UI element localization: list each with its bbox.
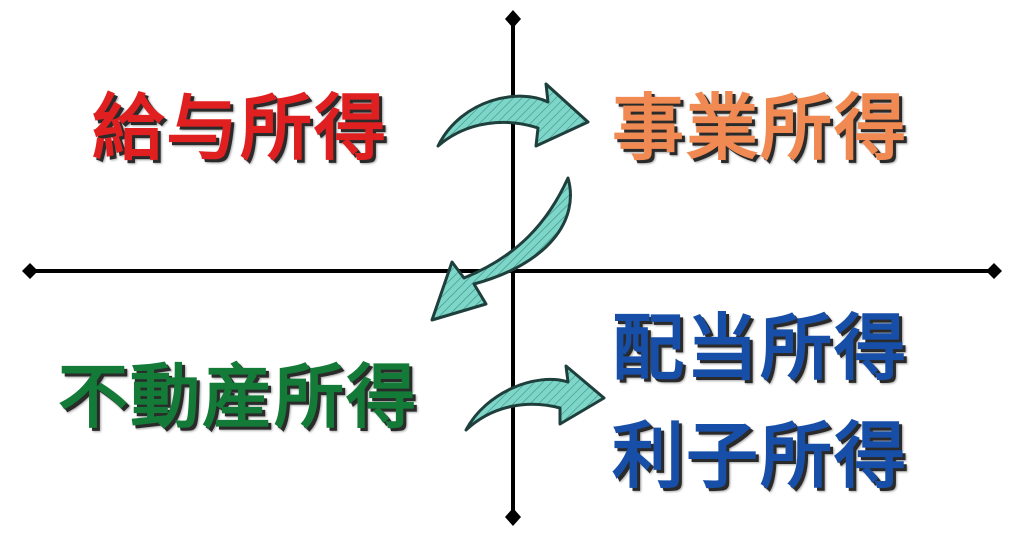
arrow-business-to-realestate	[430, 176, 572, 322]
arrow-salary-to-business	[436, 82, 590, 148]
label-interest-income: 利子所得	[612, 414, 909, 498]
axis-end-right	[986, 263, 1002, 279]
axis-end-left	[22, 263, 38, 279]
label-salary-income: 給与所得	[92, 86, 389, 170]
arrow-realestate-to-dividend	[464, 364, 606, 432]
label-real-estate-income: 不動産所得	[58, 356, 418, 438]
label-dividend-income: 配当所得	[612, 306, 909, 390]
label-business-income: 事業所得	[612, 86, 909, 170]
axis-end-top	[505, 10, 521, 28]
axis-end-bottom	[505, 508, 521, 526]
